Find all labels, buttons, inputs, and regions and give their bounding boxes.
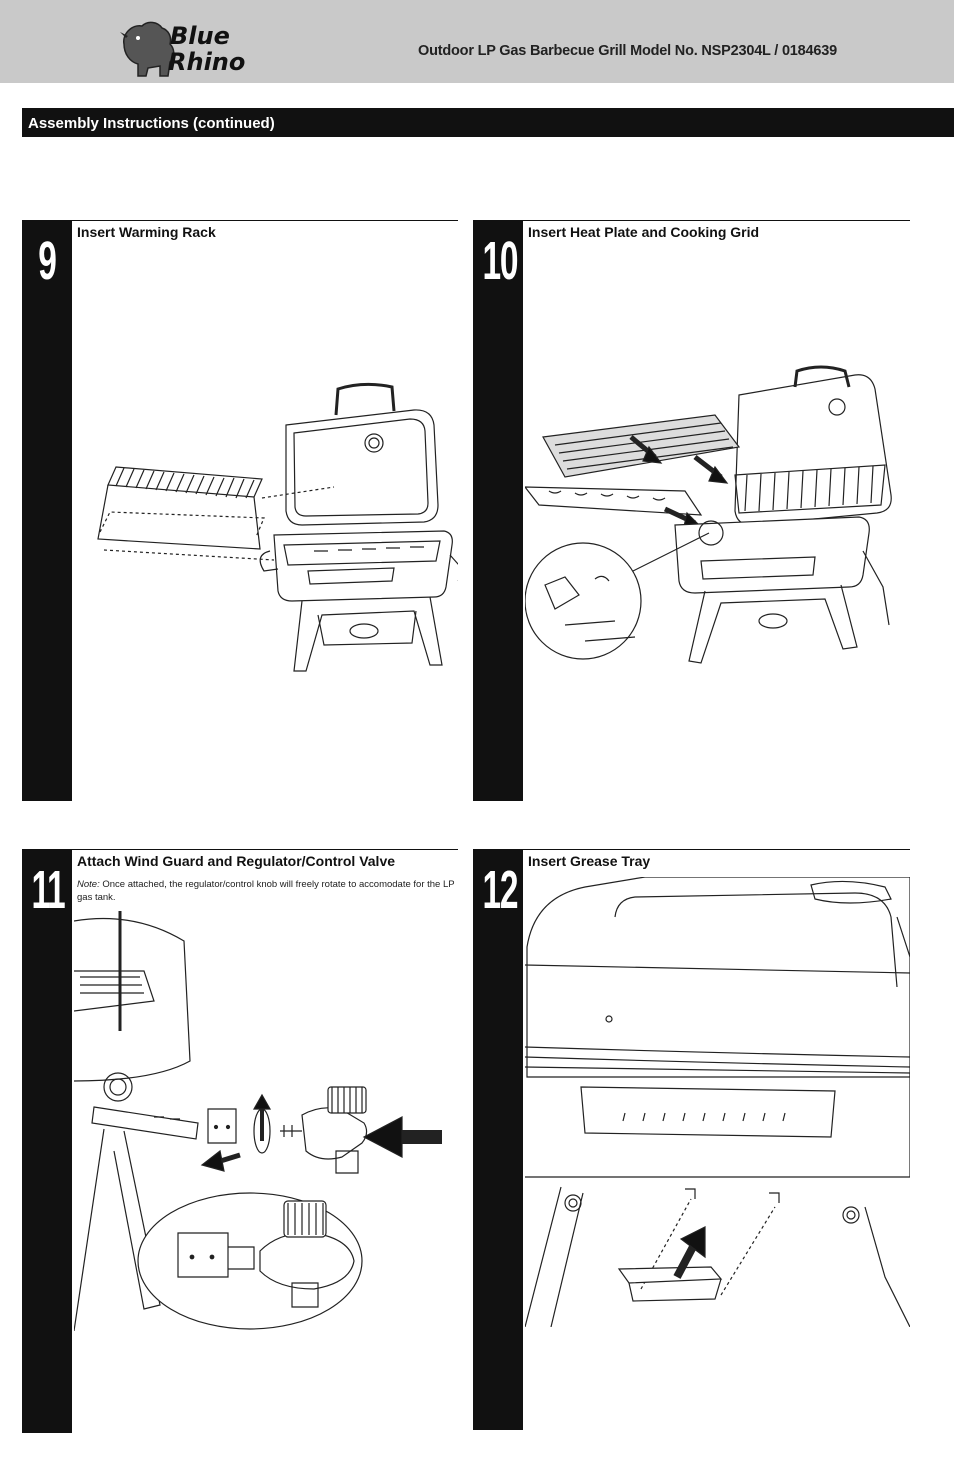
step-number: 10 (482, 231, 519, 291)
step-title: Insert Heat Plate and Cooking Grid (528, 224, 760, 240)
wind-guard-regulator-illustration (74, 911, 458, 1331)
note-label: Note: (77, 879, 100, 890)
step-10: 10 Insert Heat Plate and Cooking Grid (473, 220, 910, 801)
page-header: Blue Rhino Outdoor LP Gas Barbecue Grill… (0, 0, 954, 83)
step-title: Attach Wind Guard and Regulator/Control … (77, 853, 396, 869)
step-number: 12 (482, 860, 519, 920)
document-title: Outdoor LP Gas Barbecue Grill Model No. … (418, 43, 837, 59)
svg-text:Blue: Blue (170, 22, 230, 50)
heat-plate-cooking-grid-illustration (525, 365, 910, 680)
step-title: Insert Warming Rack (77, 224, 216, 240)
section-bar: Assembly Instructions (continued) (22, 108, 954, 137)
step-number: 11 (31, 860, 66, 920)
step-12: 12 Insert Grease Tray (473, 849, 910, 1430)
step-number-column: 10 (473, 220, 523, 801)
step-9: 9 Insert Warming Rack (22, 220, 458, 801)
section-title: Assembly Instructions (continued) (28, 115, 275, 132)
step-title: Insert Grease Tray (528, 853, 651, 869)
note-text: Once attached, the regulator/control kno… (77, 879, 455, 903)
grease-tray-illustration (525, 877, 910, 1327)
svg-text:Rhino: Rhino (168, 48, 245, 76)
step-11: 11 Attach Wind Guard and Regulator/Contr… (22, 849, 458, 1433)
step-number-column: 12 (473, 849, 523, 1430)
blue-rhino-logo: Blue Rhino (118, 14, 278, 80)
step-number-column: 9 (22, 220, 72, 801)
step-number: 9 (38, 231, 57, 291)
step-number-column: 11 (22, 849, 72, 1433)
step-note: Note: Once attached, the regulator/contr… (77, 878, 457, 904)
warming-rack-illustration (74, 375, 458, 675)
